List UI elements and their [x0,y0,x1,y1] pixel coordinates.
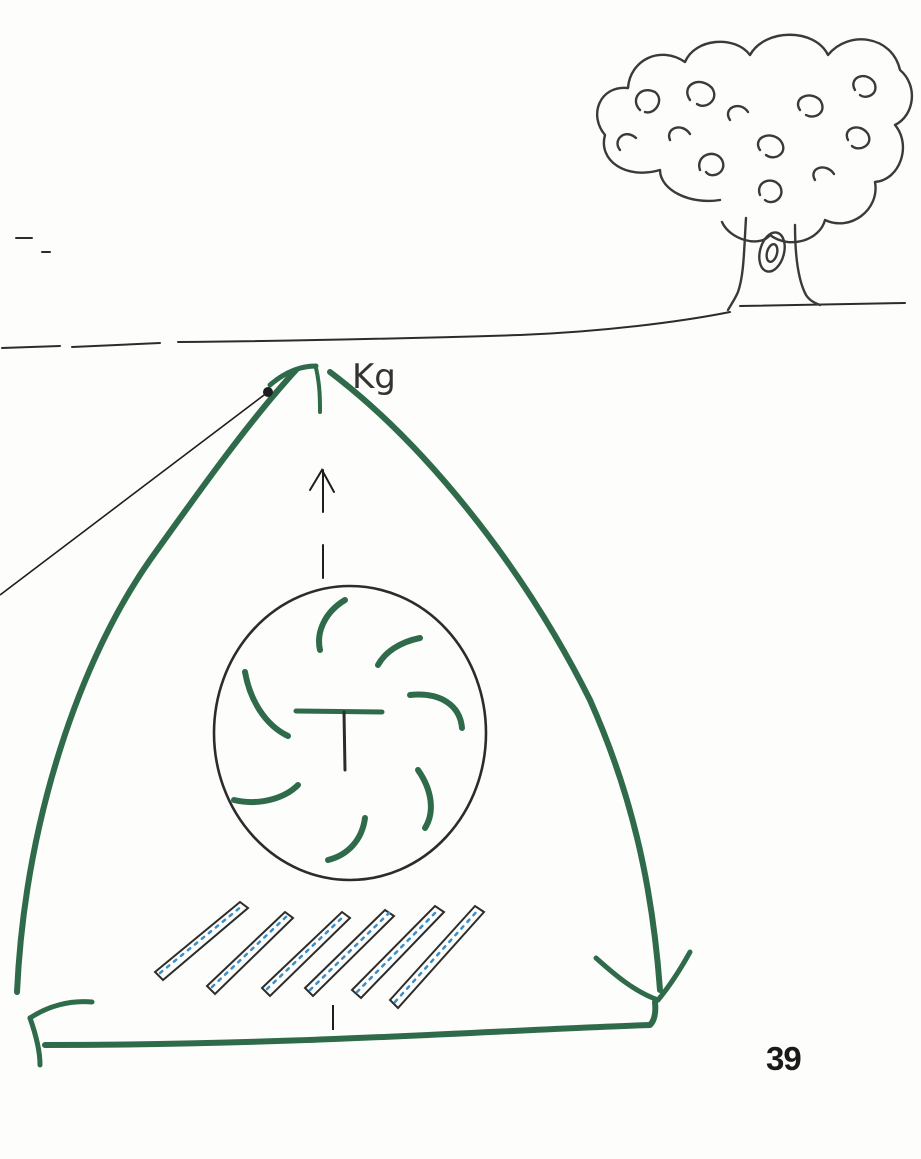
pointer-line [0,387,273,595]
tree-icon [597,35,912,310]
page-number: 39 [766,1040,801,1078]
green-cycle-arrow [17,366,690,1065]
hatched-bars-icon [155,902,484,1008]
top-label: Kg [352,357,396,397]
dashed-up-arrow [310,470,334,578]
ground-line [2,238,905,348]
swirl-disc-icon [214,586,486,880]
t-glyph-icon [296,711,382,770]
